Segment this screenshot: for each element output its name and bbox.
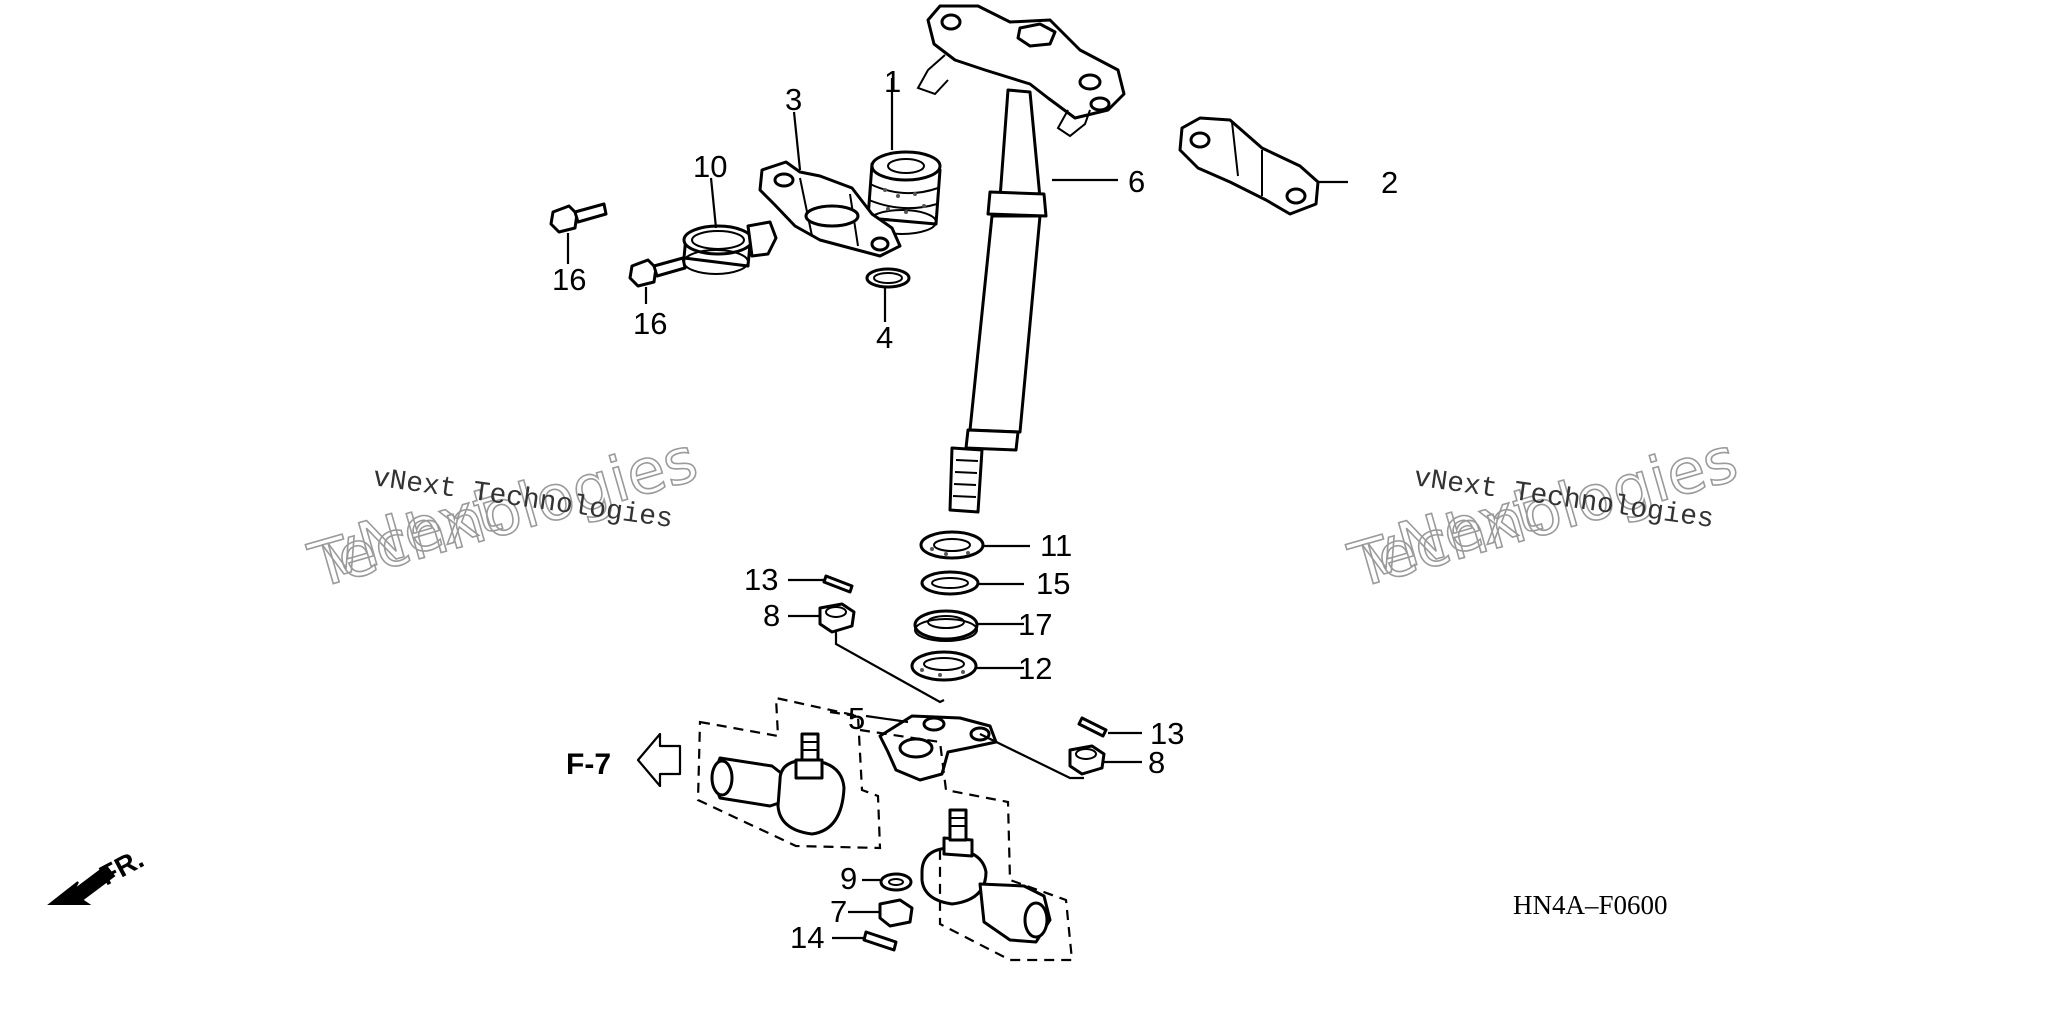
callout-12: 12: [1018, 651, 1052, 686]
reference-arrow-f7: F-7: [566, 732, 682, 788]
part-tie-rod-end-left: [710, 732, 846, 836]
callout-13-right: 13: [1150, 716, 1184, 751]
callout-labels: 1 2 3 4 5 6 7 8 8 9 10 11 12 13 13 14 15…: [552, 64, 1398, 955]
callout-1: 1: [884, 64, 901, 99]
diagram-code: HN4A–F0600: [1513, 890, 1668, 920]
front-arrow-icon: [47, 864, 116, 905]
part-bolt-lower: [628, 256, 687, 288]
assembly-outline-right: [829, 710, 1074, 962]
callout-6: 6: [1128, 164, 1145, 199]
callout-5: 5: [848, 701, 865, 736]
callout-4: 4: [876, 320, 893, 355]
part-steering-arm: [878, 714, 998, 782]
part-cotter-pin-left: [822, 574, 854, 594]
callout-2: 2: [1381, 165, 1398, 200]
callout-15: 15: [1036, 566, 1070, 601]
callout-10: 10: [693, 149, 727, 184]
callout-11: 11: [1040, 528, 1072, 563]
part-bearing-upper: [919, 530, 985, 560]
part-nut-small: [878, 898, 914, 928]
part-holder-upper: [1178, 116, 1320, 216]
callout-17: 17: [1018, 607, 1052, 642]
part-bearing-lower: [910, 650, 978, 682]
callout-7: 7: [830, 894, 847, 929]
part-steering-shaft: [916, 4, 1126, 514]
leader-lines: [566, 78, 1348, 940]
part-bushing: [866, 150, 942, 235]
part-holder-lower: [758, 160, 902, 258]
part-clamp-band: [682, 220, 778, 275]
part-oil-seal: [913, 609, 979, 642]
callout-14: 14: [790, 920, 824, 955]
part-castle-nut-right: [1068, 744, 1106, 776]
part-castle-nut-left: [818, 602, 856, 634]
part-tie-rod-end-right: [920, 808, 1052, 944]
watermark-left: vNext Technologies vNext Technologies: [300, 422, 706, 604]
part-o-ring: [865, 267, 911, 289]
watermark-right: vNext Technologies vNext Technologies: [1340, 422, 1746, 604]
callout-16-lower: 16: [633, 306, 667, 341]
part-bolt-upper: [549, 202, 608, 234]
part-cotter-pin-right: [1077, 716, 1108, 738]
part-cotter-pin-small: [862, 930, 898, 952]
reference-label: F-7: [566, 748, 611, 781]
callout-3: 3: [785, 82, 802, 117]
callout-8-left: 8: [763, 598, 780, 633]
callout-8-right: 8: [1148, 745, 1165, 780]
callout-16-upper: 16: [552, 262, 586, 297]
assembly-outline-left: [696, 696, 882, 850]
part-washer-small: [879, 872, 913, 892]
callout-13-left: 13: [744, 562, 778, 597]
front-direction-marker: FR.: [47, 843, 149, 905]
callout-9: 9: [840, 861, 857, 896]
part-washer: [920, 570, 980, 596]
